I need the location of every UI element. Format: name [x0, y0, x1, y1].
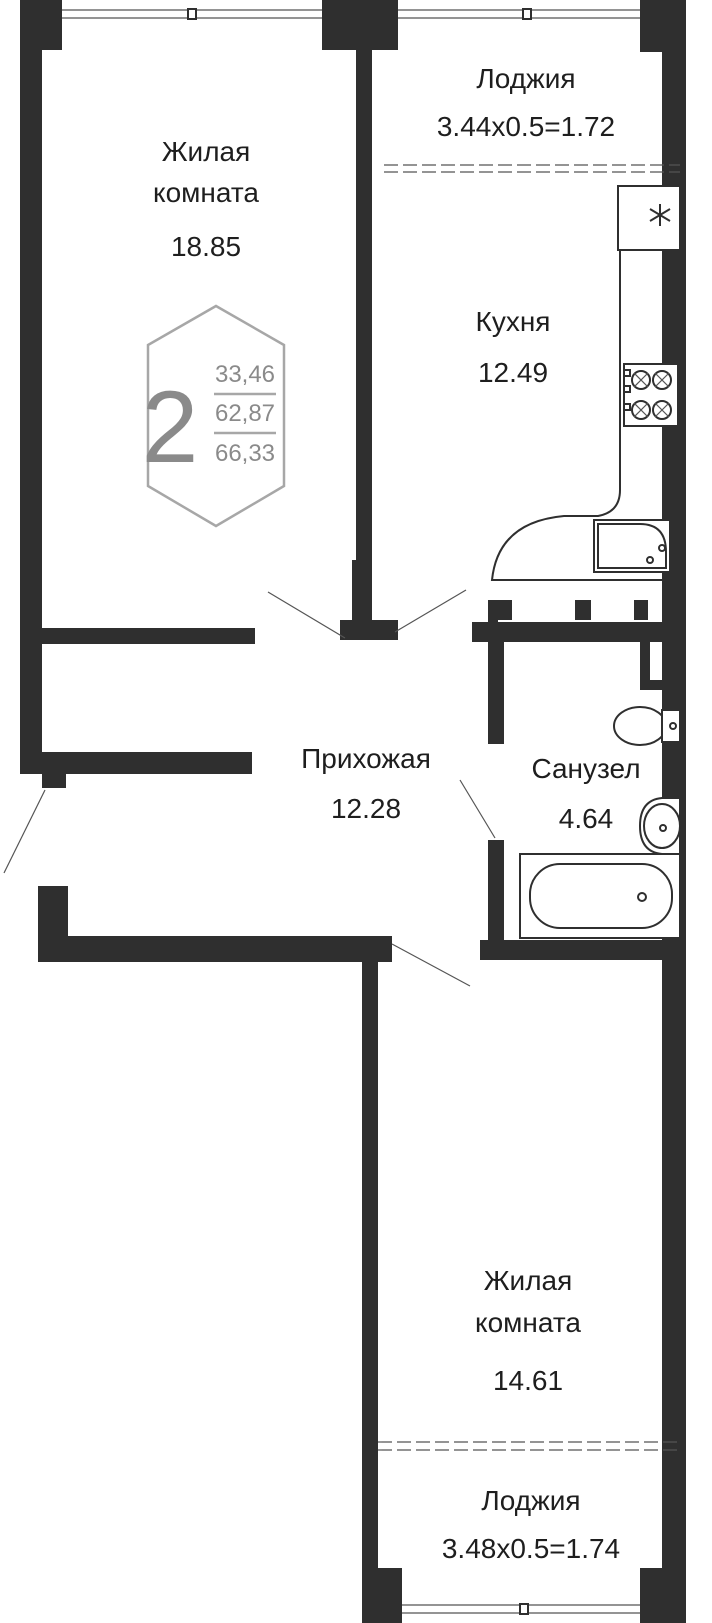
sink-icon	[593, 519, 671, 573]
asterisk-icon	[649, 204, 671, 226]
hallway-name: Прихожая	[301, 743, 431, 774]
room-labels: Жилая комната 18.85 Лоджия 3.44x0.5=1.72…	[153, 63, 640, 1564]
loggia-1-formula: 3.44x0.5=1.72	[437, 111, 615, 142]
area-badge: 2 33,46 62,87 66,33	[142, 304, 286, 528]
living-room-1-name-2: комната	[153, 177, 259, 208]
kitchen-fixtures	[490, 185, 681, 600]
loggia-dividers	[378, 164, 680, 1451]
living-area-value: 33,46	[215, 361, 275, 388]
four-burner-icon	[623, 363, 679, 427]
total-area-value: 62,87	[215, 400, 275, 427]
loggia-1-name: Лоджия	[476, 63, 575, 94]
kitchen-name: Кухня	[476, 306, 551, 337]
rooms-count: 2	[142, 370, 199, 484]
total-with-loggia-value: 66,33	[215, 440, 275, 467]
living-room-2-area: 14.61	[493, 1365, 563, 1396]
toilet-icon	[613, 706, 681, 746]
kitchen-area: 12.49	[478, 357, 548, 388]
bathroom-area: 4.64	[559, 803, 614, 834]
living-room-2-name-2: комната	[475, 1307, 581, 1338]
bathtub-icon	[519, 853, 681, 939]
hallway-area: 12.28	[331, 793, 401, 824]
windows	[62, 8, 640, 1615]
walls	[20, 0, 686, 1623]
bathroom-name: Санузел	[531, 753, 640, 784]
loggia-2-formula: 3.48x0.5=1.74	[442, 1533, 620, 1564]
door-swings	[3, 589, 496, 987]
living-room-2-name: Жилая	[484, 1265, 573, 1296]
living-room-1-name: Жилая	[162, 136, 251, 167]
living-room-1-area: 18.85	[171, 231, 241, 262]
loggia-2-name: Лоджия	[481, 1485, 580, 1516]
washbasin-icon	[638, 797, 681, 855]
bathroom-fixtures	[519, 706, 681, 939]
